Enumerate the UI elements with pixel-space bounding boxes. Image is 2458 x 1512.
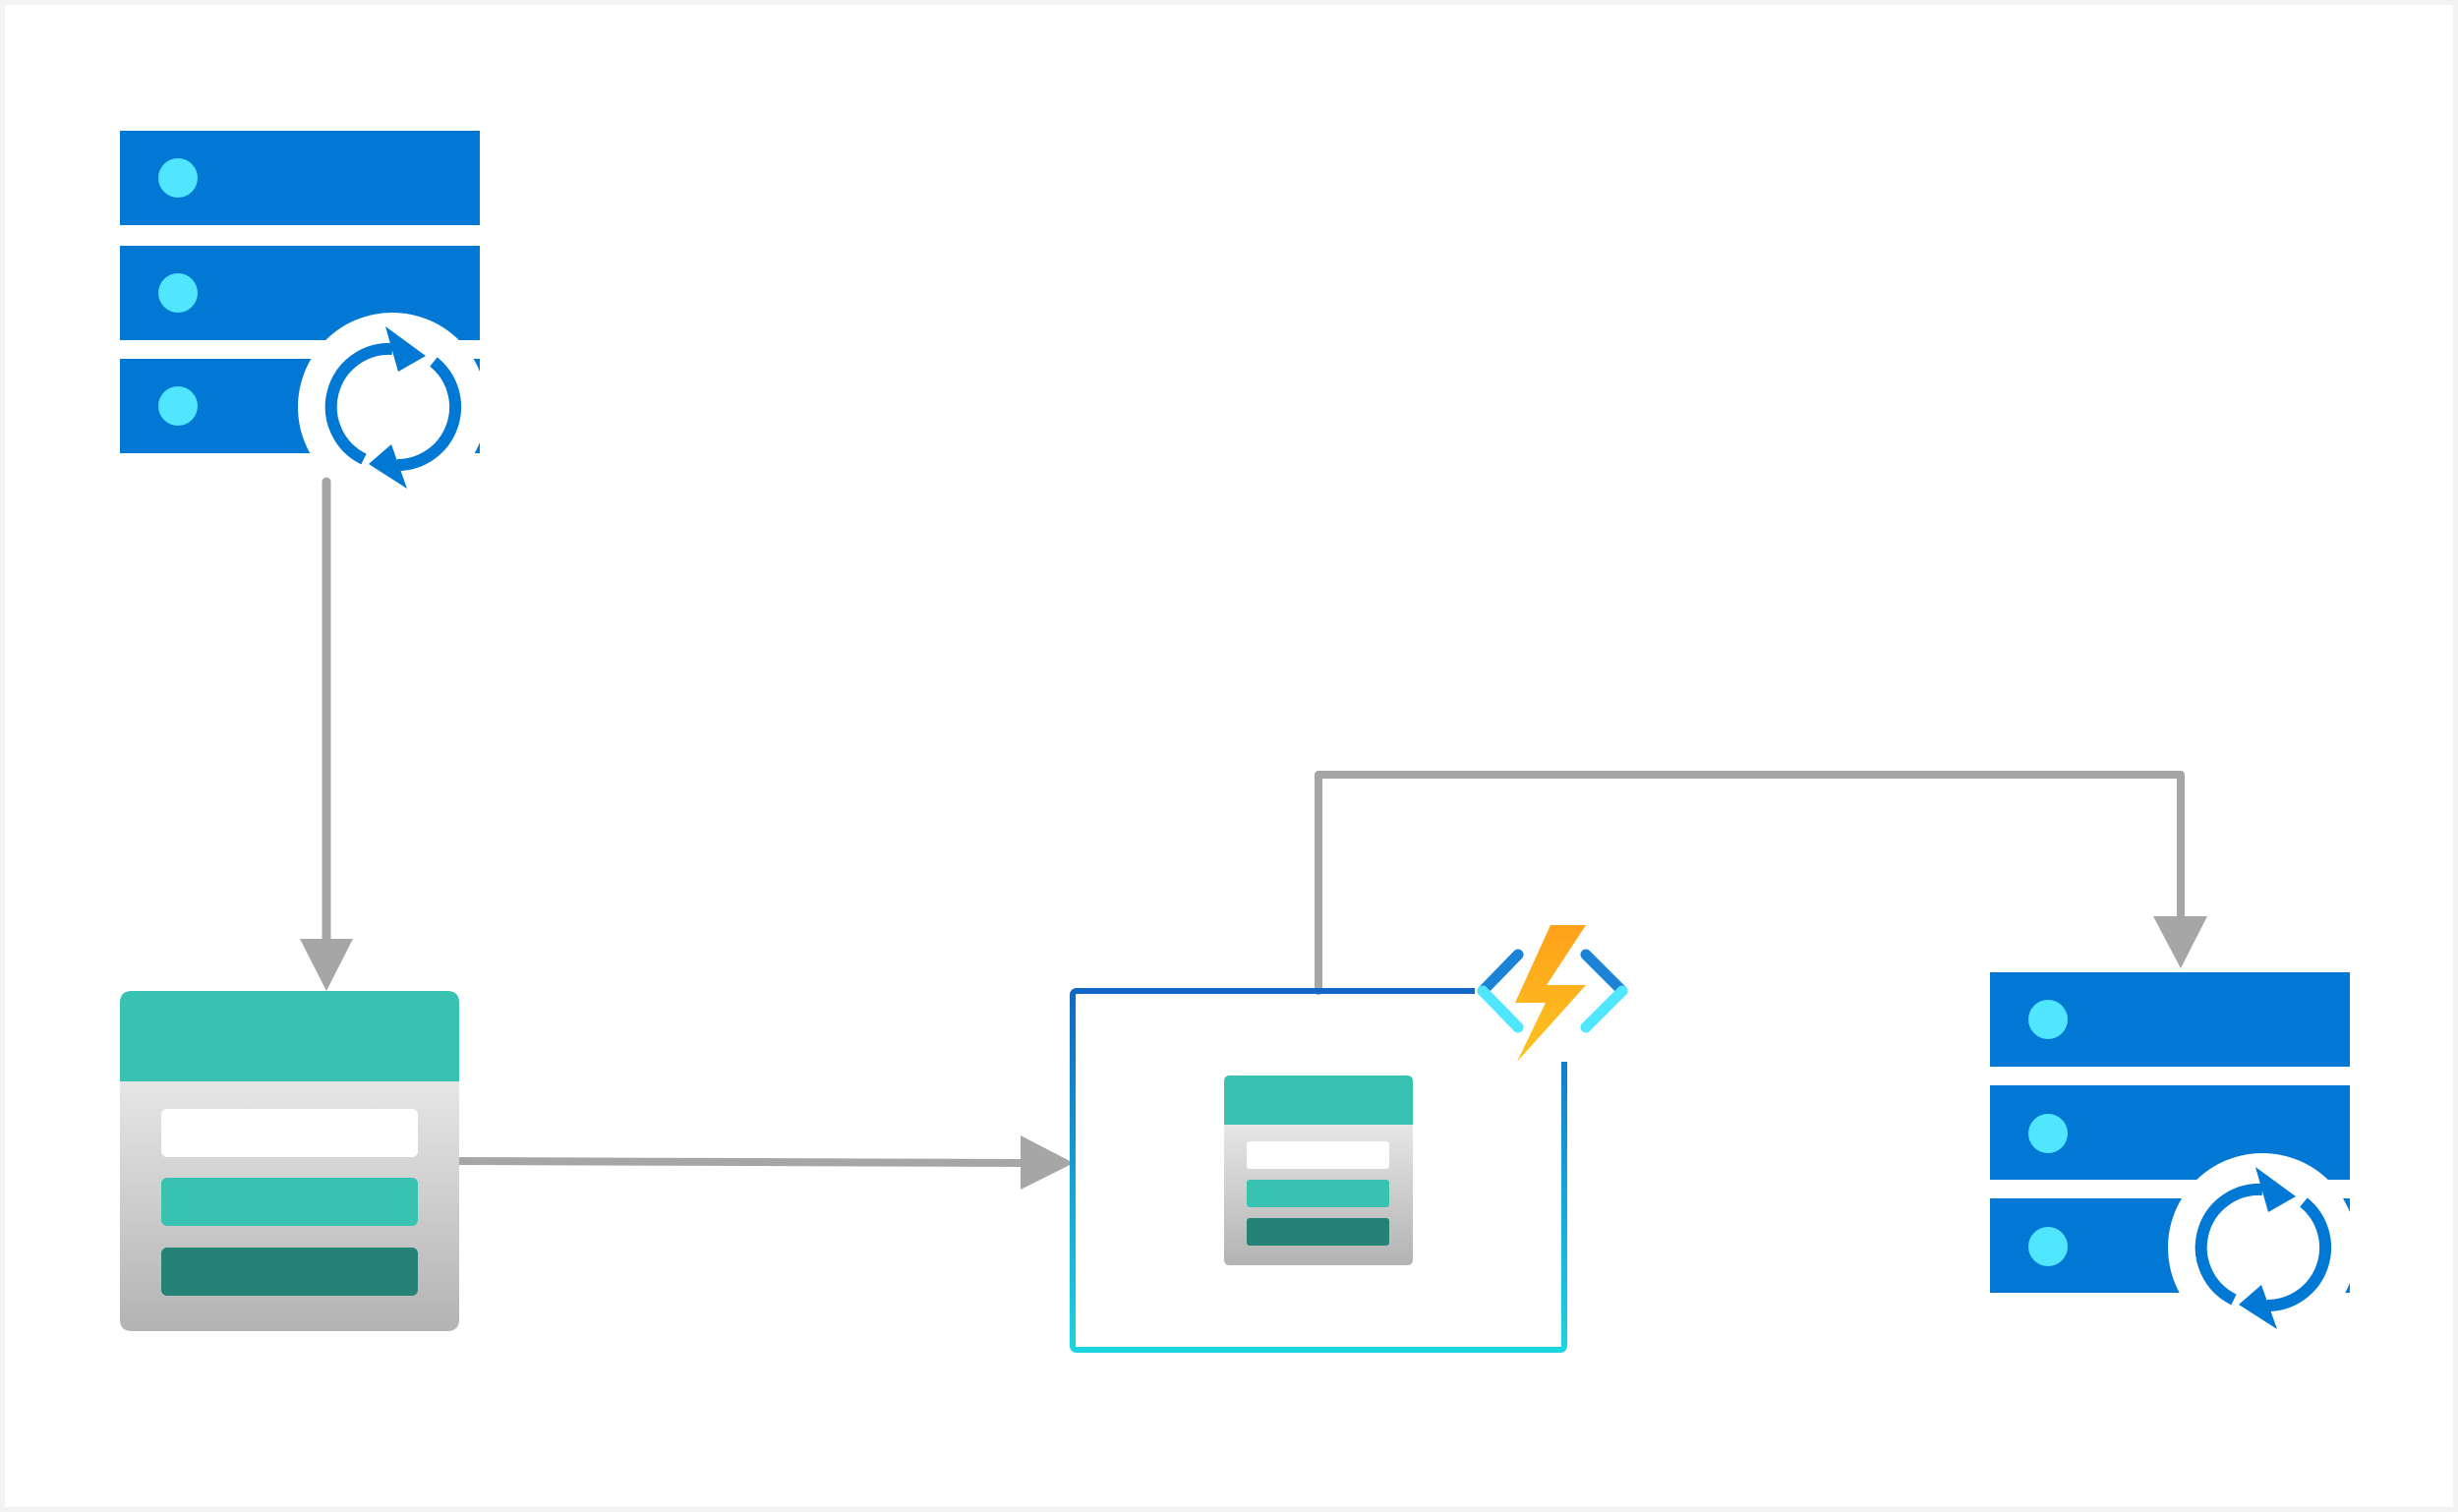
connector-function-to-target (1315, 771, 2207, 995)
sql-database-sync-icon (1990, 972, 2357, 1342)
function-app (1070, 925, 1632, 1353)
storage-table (120, 991, 459, 1331)
code-bracket-left-icon (1477, 949, 1524, 1033)
connector-source-to-table (300, 477, 353, 991)
source-database (120, 131, 487, 501)
target-database (1990, 972, 2357, 1342)
function-app-container (1070, 988, 1567, 1353)
function-app-icon (1475, 925, 1632, 1062)
storage-table-icon (120, 991, 459, 1331)
lightning-bolt-icon (1515, 925, 1586, 1062)
code-bracket-right-icon (1580, 949, 1628, 1033)
arrowhead-right-icon (1021, 1135, 1074, 1190)
arrowhead-down-icon (300, 939, 353, 991)
connector-table-to-function (453, 1135, 1074, 1190)
arrowhead-down-icon (2153, 916, 2207, 968)
storage-table-icon (1224, 1076, 1413, 1265)
sql-database-sync-icon (120, 131, 487, 501)
